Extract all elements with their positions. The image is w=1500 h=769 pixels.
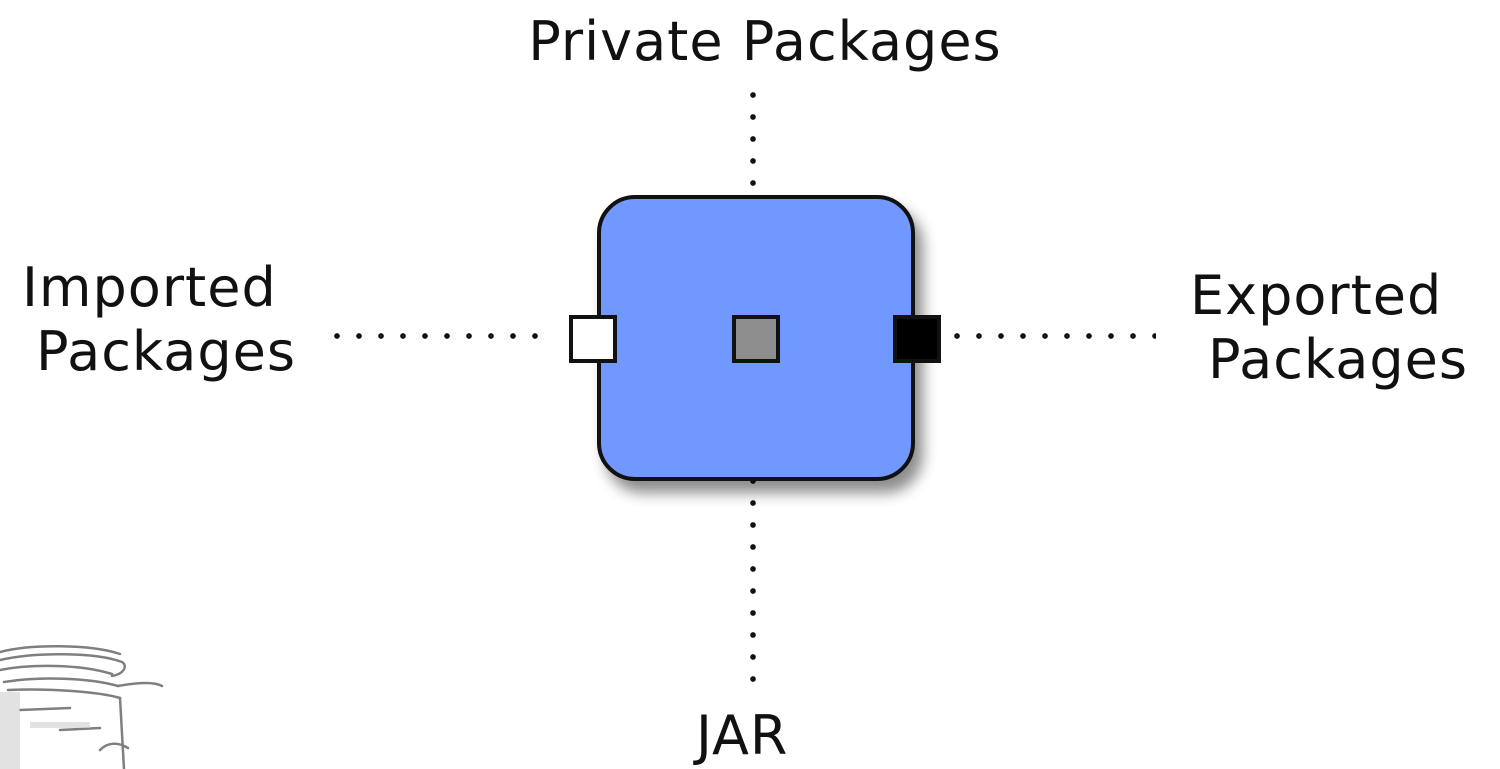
private-packages-connector (750, 84, 756, 294)
jar-label: JAR (696, 704, 788, 768)
imported-packages-line2: Packages (36, 320, 296, 383)
export-port (893, 315, 941, 363)
jar-sketch-icon (0, 645, 164, 769)
jar-text: JAR (696, 704, 789, 767)
exported-packages-line1: Exported (1190, 264, 1443, 327)
jar-connector (750, 470, 756, 682)
exported-packages-line2: Packages (1208, 328, 1468, 391)
imported-packages-connector (326, 333, 540, 339)
private-port (732, 315, 780, 363)
exported-packages-label: Exported Packages (1190, 264, 1468, 392)
imported-packages-line1: Imported (22, 256, 277, 319)
private-packages-label: Private Packages (0, 10, 1500, 74)
exported-packages-connector (946, 333, 1156, 339)
private-packages-text: Private Packages (528, 10, 1002, 73)
imported-packages-label: Imported Packages (22, 256, 296, 384)
import-port (569, 315, 617, 363)
